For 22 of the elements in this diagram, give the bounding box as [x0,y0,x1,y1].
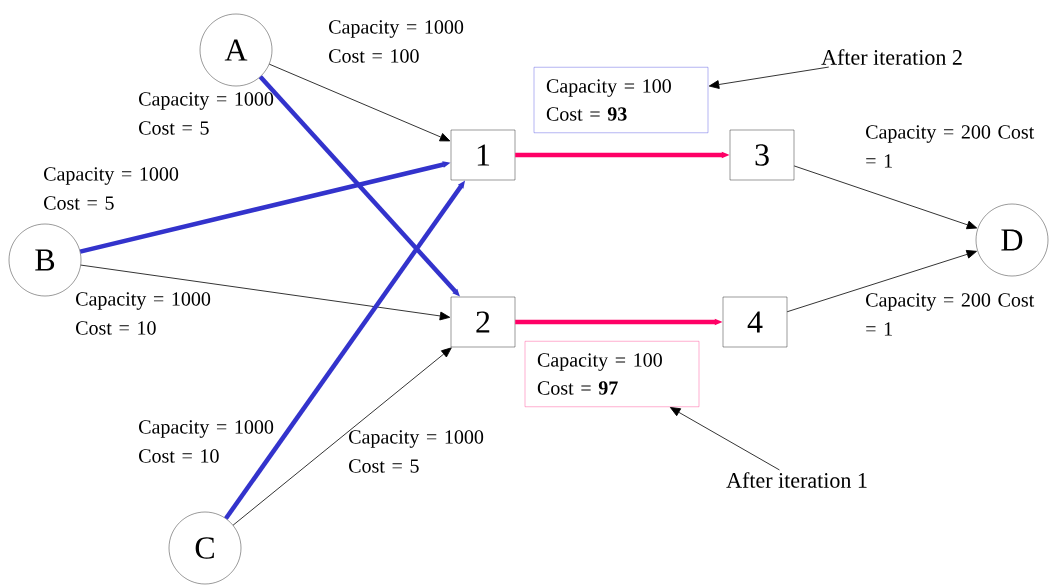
edge-label: Capacity = 200 Cost = 1 [866,125,1035,168]
arrow [786,250,977,313]
arrow [80,264,451,321]
edge-label: Capacity = 1000 Cost = 5 [349,430,484,473]
edge-label: Capacity = 1000 Cost = 10 [139,420,274,463]
arrow [793,165,978,230]
node-box: 3 [729,129,795,181]
edge-label: Capacity = 1000 Cost = 100 [329,20,464,63]
node-box: 1 [450,129,516,181]
arrow [268,63,451,142]
arrow [232,347,452,526]
leader-arrow [670,407,780,471]
value-box: Capacity = 100 Cost = 93 [533,67,709,133]
leader-arrow [708,66,830,89]
node-box: 2 [450,296,516,348]
value-box: Capacity = 100 Cost = 97 [524,341,700,407]
annotation-text: After iteration 1 [726,472,867,488]
edge-label: Capacity = 1000 Cost = 5 [139,92,274,135]
edge-label: Capacity = 1000 Cost = 5 [44,167,179,210]
annotation-text: After iteration 2 [821,49,962,65]
edge-label: Capacity = 200 Cost = 1 [866,293,1035,336]
node-box: 4 [722,296,788,348]
